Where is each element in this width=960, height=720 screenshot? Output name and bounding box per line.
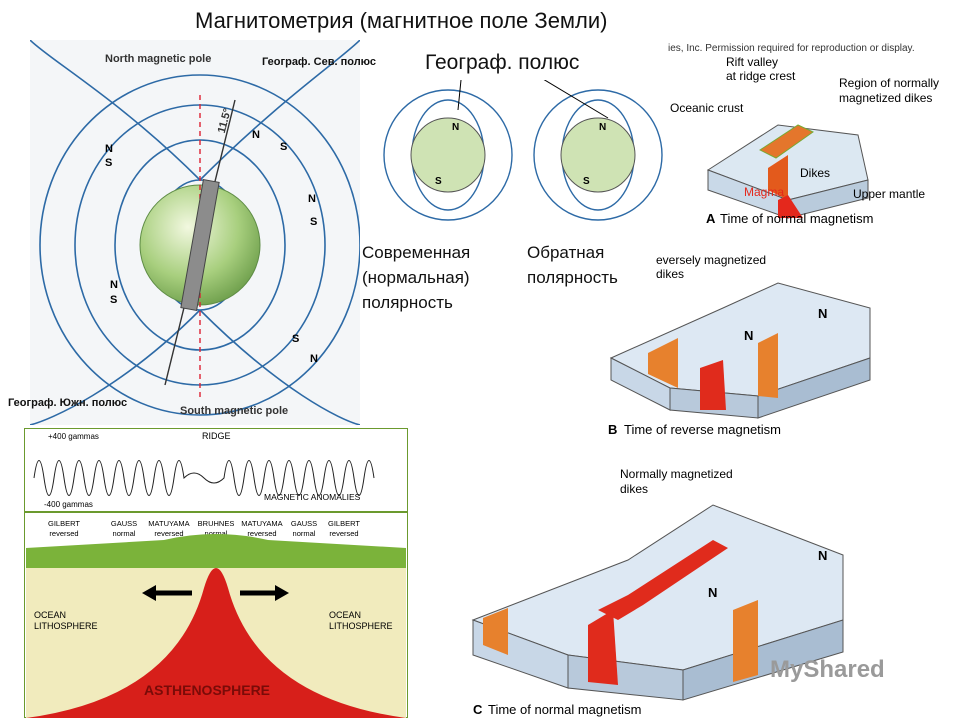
svg-text:MATUYAMA: MATUYAMA bbox=[241, 519, 282, 528]
svg-text:Upper mantle: Upper mantle bbox=[853, 187, 925, 201]
svg-text:GILBERT: GILBERT bbox=[48, 519, 80, 528]
svg-text:GAUSS: GAUSS bbox=[111, 519, 137, 528]
geographic-south-label: Географ. Южн. полюс bbox=[8, 397, 128, 409]
svg-text:Rift valley: Rift valley bbox=[726, 55, 778, 69]
svg-text:LITHOSPHERE: LITHOSPHERE bbox=[34, 621, 98, 631]
svg-text:S: S bbox=[110, 294, 117, 306]
svg-text:B: B bbox=[608, 422, 617, 437]
svg-text:GILBERT: GILBERT bbox=[328, 519, 360, 528]
reverse-polarity-caption: Обратная полярность bbox=[527, 243, 618, 287]
svg-text:MATUYAMA: MATUYAMA bbox=[148, 519, 189, 528]
svg-text:Time of normal magnetism: Time of normal magnetism bbox=[488, 702, 641, 717]
page-title: Магнитометрия (магнитное поле Земли) bbox=[195, 8, 608, 33]
svg-text:S: S bbox=[435, 176, 442, 187]
svg-text:S: S bbox=[583, 176, 590, 187]
svg-text:N: N bbox=[110, 279, 118, 291]
panel-a-figure: ies, Inc. Permission required for reprod… bbox=[668, 43, 939, 226]
geographic-pole-label: Географ. полюс bbox=[425, 51, 580, 74]
svg-text:reversed: reversed bbox=[49, 529, 78, 538]
svg-text:LITHOSPHERE: LITHOSPHERE bbox=[329, 621, 393, 631]
svg-text:A: A bbox=[706, 211, 716, 226]
svg-text:N: N bbox=[818, 306, 827, 321]
svg-text:MAGNETIC ANOMALIES: MAGNETIC ANOMALIES bbox=[264, 492, 361, 502]
earth-dipole-figure: North magnetic pole South magnetic pole … bbox=[30, 40, 360, 425]
svg-text:N: N bbox=[310, 353, 318, 365]
svg-text:OCEAN: OCEAN bbox=[34, 610, 66, 620]
svg-text:Normally magnetized: Normally magnetized bbox=[620, 467, 733, 481]
svg-text:normal: normal bbox=[205, 529, 228, 538]
svg-text:OCEAN: OCEAN bbox=[329, 610, 361, 620]
svg-text:Region of normally: Region of normally bbox=[839, 76, 939, 90]
svg-text:eversely magnetized: eversely magnetized bbox=[656, 253, 766, 267]
svg-text:N: N bbox=[308, 193, 316, 205]
svg-text:reversed: reversed bbox=[329, 529, 358, 538]
magnetic-anomaly-section: +400 gammas -400 gammas RIDGE MAGNETIC A… bbox=[24, 428, 408, 718]
svg-text:Oceanic crust: Oceanic crust bbox=[670, 101, 744, 115]
svg-text:Time of reverse magnetism: Time of reverse magnetism bbox=[624, 422, 781, 437]
svg-text:S: S bbox=[292, 333, 299, 345]
svg-text:S: S bbox=[310, 216, 317, 228]
svg-text:N: N bbox=[452, 122, 459, 133]
svg-text:Time of normal magnetism: Time of normal magnetism bbox=[720, 211, 873, 226]
watermark: MyShared bbox=[770, 656, 885, 683]
svg-text:magnetized dikes: magnetized dikes bbox=[839, 91, 932, 105]
svg-text:RIDGE: RIDGE bbox=[202, 431, 231, 441]
geographic-north-label: Географ. Сев. полюс bbox=[262, 56, 377, 68]
svg-text:Magma: Magma bbox=[744, 185, 784, 199]
svg-text:-400 gammas: -400 gammas bbox=[44, 500, 93, 509]
svg-text:S: S bbox=[280, 141, 287, 153]
svg-text:reversed: reversed bbox=[247, 529, 276, 538]
svg-text:dikes: dikes bbox=[656, 267, 684, 281]
svg-text:C: C bbox=[473, 702, 483, 717]
panel-c-figure: Normally magnetized dikes N N C Time of … bbox=[471, 467, 844, 717]
svg-text:normal: normal bbox=[113, 529, 136, 538]
svg-text:N: N bbox=[599, 122, 606, 133]
svg-text:S: S bbox=[105, 157, 112, 169]
svg-text:N: N bbox=[744, 328, 753, 343]
svg-text:reversed: reversed bbox=[154, 529, 183, 538]
svg-text:normal: normal bbox=[293, 529, 316, 538]
svg-text:N: N bbox=[105, 143, 113, 155]
svg-text:N: N bbox=[818, 548, 827, 563]
panel-b-figure: eversely magnetized dikes N N B Time of … bbox=[608, 253, 871, 437]
svg-text:dikes: dikes bbox=[620, 482, 648, 496]
svg-text:at ridge crest: at ridge crest bbox=[726, 69, 796, 83]
svg-text:Dikes: Dikes bbox=[800, 166, 830, 180]
svg-text:GAUSS: GAUSS bbox=[291, 519, 317, 528]
svg-text:N: N bbox=[252, 129, 260, 141]
south-magnetic-pole-label: South magnetic pole bbox=[180, 405, 288, 417]
svg-text:ies, Inc. Permission required: ies, Inc. Permission required for reprod… bbox=[668, 43, 915, 54]
svg-text:ASTHENOSPHERE: ASTHENOSPHERE bbox=[144, 682, 270, 698]
svg-text:+400 gammas: +400 gammas bbox=[48, 432, 99, 441]
normal-polarity-caption: Современная (нормальная) полярность bbox=[362, 243, 471, 312]
svg-text:BRUHNES: BRUHNES bbox=[198, 519, 235, 528]
polarity-diagrams: N S N S bbox=[383, 80, 663, 221]
svg-text:N: N bbox=[708, 585, 717, 600]
north-magnetic-pole-label: North magnetic pole bbox=[105, 53, 211, 65]
